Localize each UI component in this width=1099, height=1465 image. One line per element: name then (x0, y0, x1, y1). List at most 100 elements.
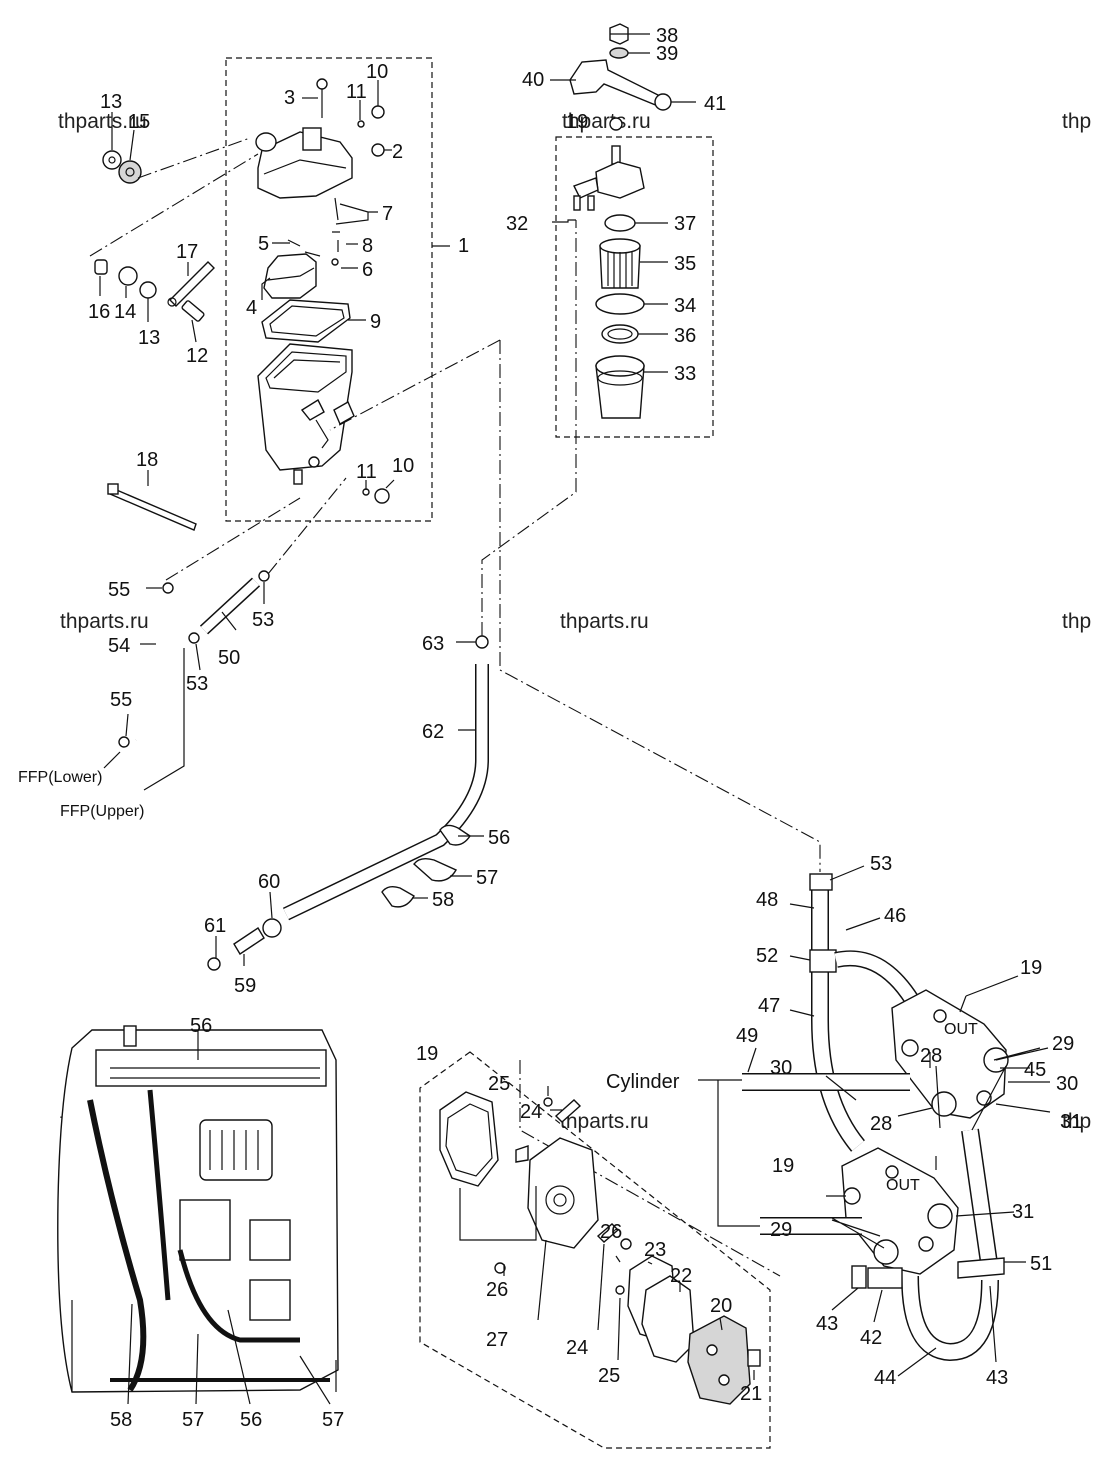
watermark: thparts.ru (562, 110, 651, 133)
leader-lines (99, 33, 1051, 1405)
fuel-filter-assembly (555, 23, 714, 438)
callout-17: 17 (176, 241, 198, 263)
callout-14: 14 (114, 301, 136, 323)
callout-9: 9 (370, 311, 381, 333)
callout-3: 3 (284, 87, 295, 109)
callout-4: 4 (246, 297, 257, 319)
grommet-15 (118, 160, 142, 184)
callout-31: 31 (1060, 1111, 1082, 1133)
bolt-41 (654, 93, 672, 111)
callout-36: 36 (674, 325, 696, 347)
clamp-60 (262, 918, 282, 938)
watermark: thp (1062, 1110, 1091, 1133)
callout-22: 22 (670, 1265, 692, 1287)
callout-43: 43 (986, 1367, 1008, 1389)
svg-text:OUT: OUT (944, 1021, 978, 1038)
callout-46: 46 (884, 905, 906, 927)
callout-2: 2 (392, 141, 403, 163)
callout-1: 1 (458, 235, 469, 257)
callout-29: 29 (770, 1219, 792, 1241)
separator-body (257, 343, 353, 471)
callout-5: 5 (258, 233, 269, 255)
callout-62: 62 (422, 721, 444, 743)
cylinder-label: Cylinder (606, 1071, 680, 1093)
cap-21 (747, 1349, 761, 1367)
callout-58: 58 (432, 889, 454, 911)
callout-18: 18 (136, 449, 158, 471)
clamps (381, 824, 471, 908)
pump-cover-27 (439, 1091, 499, 1187)
nut-26 (494, 1262, 506, 1274)
ffp-lower-label: FFP(Lower) (18, 769, 102, 786)
clamp-58 (381, 885, 415, 908)
callout-35: 35 (674, 253, 696, 275)
callout-48: 48 (756, 889, 778, 911)
clip-53 (809, 873, 833, 891)
callout-47: 47 (758, 995, 780, 1017)
callout-16: 16 (88, 301, 110, 323)
washer-13 (139, 281, 157, 299)
clip-43 (851, 1265, 867, 1289)
callout-53: 53 (186, 673, 208, 695)
callout-37: 37 (674, 213, 696, 235)
callout-8: 8 (362, 235, 373, 257)
callout-55: 55 (110, 689, 132, 711)
clip-53 (258, 570, 270, 582)
callout-58: 58 (110, 1409, 132, 1431)
callout-63: 63 (422, 633, 444, 655)
screw-25 (615, 1285, 625, 1295)
clamp-57 (413, 857, 457, 882)
callout-labels: 1 2 3 4 5 6 7 8 9 10 10 11 11 12 13 13 1… (88, 25, 1082, 1431)
cover-plug (302, 127, 322, 151)
bolt-12 (181, 300, 205, 322)
screw-10 (374, 488, 390, 504)
callout-21: 21 (740, 1383, 762, 1405)
callout-20: 20 (710, 1295, 732, 1317)
callout-26: 26 (600, 1221, 622, 1243)
callout-40: 40 (522, 69, 544, 91)
callout-45: 45 (1024, 1059, 1046, 1081)
callout-44: 44 (874, 1367, 896, 1389)
callout-13: 13 (138, 327, 160, 349)
nut-26 (620, 1238, 632, 1250)
callout-34: 34 (674, 295, 696, 317)
washer-11 (357, 120, 365, 128)
callout-32: 32 (506, 213, 528, 235)
cable-tie-18 (109, 487, 197, 531)
callout-10: 10 (366, 61, 388, 83)
callout-60: 60 (258, 871, 280, 893)
callout-30: 30 (1056, 1073, 1078, 1095)
grommet-14 (118, 266, 138, 286)
watermark: thparts.ru (560, 1110, 649, 1133)
callout-28: 28 (870, 1113, 892, 1135)
callout-30: 30 (770, 1057, 792, 1079)
assembly-boundary-19 (419, 1051, 771, 1449)
callout-27: 27 (486, 1329, 508, 1351)
callout-28: 28 (920, 1045, 942, 1067)
callout-39: 39 (656, 43, 678, 65)
assembly-boundary-32 (555, 136, 714, 438)
callout-10: 10 (392, 455, 414, 477)
watermark: thparts.ru (560, 610, 649, 633)
callout-12: 12 (186, 345, 208, 367)
callout-23: 23 (644, 1239, 666, 1261)
hose-62-group (282, 220, 577, 921)
fuel-pump-assembly: OUT OUT (698, 873, 1009, 1362)
callout-53: 53 (870, 853, 892, 875)
callout-57: 57 (476, 867, 498, 889)
callout-6: 6 (362, 259, 373, 281)
float (263, 253, 317, 299)
callout-53: 53 (252, 609, 274, 631)
text-annotations: FFP(Lower) FFP(Upper) Cylinder (18, 769, 680, 1093)
watermark: thparts.ru (60, 610, 149, 633)
joint-51 (957, 1257, 1005, 1279)
hoses-left (103, 477, 347, 791)
joint-59 (233, 927, 265, 955)
clip-63 (475, 635, 489, 649)
clip-55 (118, 736, 130, 748)
callout-57: 57 (182, 1409, 204, 1431)
callout-42: 42 (860, 1327, 882, 1349)
screw-25 (543, 1097, 553, 1107)
joint-42 (867, 1267, 903, 1289)
callout-11: 11 (346, 81, 367, 103)
